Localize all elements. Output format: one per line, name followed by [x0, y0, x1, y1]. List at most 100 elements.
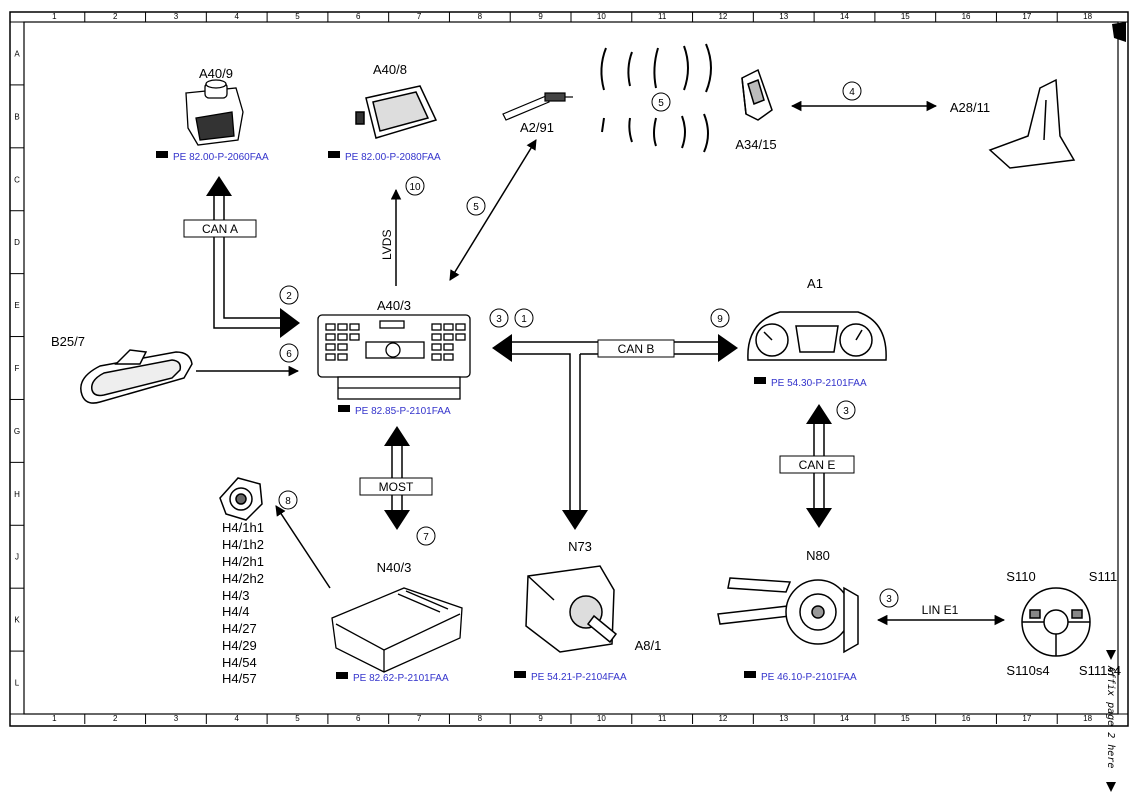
grid-row-label: L: [15, 679, 20, 688]
grid-column-label: 4: [234, 714, 239, 723]
svg-text:8: 8: [285, 496, 291, 507]
grid-row-label: H: [14, 490, 20, 499]
label-n40-3: N40/3: [377, 560, 412, 575]
label-a34-15: A34/15: [735, 137, 776, 152]
grid-column-label: 18: [1083, 12, 1092, 21]
grid-column-label: 17: [1022, 12, 1031, 21]
bus-arrowheads: [206, 176, 832, 530]
grid-column-label: 6: [356, 12, 361, 21]
grid-column-label: 1: [52, 12, 57, 21]
grid-column-label: 6: [356, 714, 361, 723]
svg-text:CAN A: CAN A: [202, 222, 238, 236]
grid-column-label: 18: [1083, 714, 1092, 723]
ref-a40-3[interactable]: PE 82.85-P-2101FAA: [338, 405, 451, 417]
grid-row-label: K: [14, 616, 20, 625]
grid-column-label: 7: [417, 714, 422, 723]
grid-column-label: 11: [658, 714, 667, 723]
grid-column-label: 10: [597, 12, 606, 21]
svg-text:MOST: MOST: [379, 480, 414, 494]
bus-lin-e1: LIN E1: [922, 603, 959, 617]
bus-can-e: CAN E: [779, 455, 855, 474]
speaker-icon: [219, 477, 263, 521]
label-n80: N80: [806, 548, 830, 563]
bus-most: MOST: [359, 477, 433, 496]
head-unit-icon: [317, 314, 471, 400]
grid-column-label: 9: [538, 12, 543, 21]
label-a40-3: A40/3: [377, 298, 411, 313]
svg-text:3: 3: [496, 314, 502, 325]
svg-text:5: 5: [658, 98, 664, 109]
grid-column-label: 15: [901, 714, 910, 723]
svg-text:PE 46.10-P-2101FAA: PE 46.10-P-2101FAA: [761, 672, 857, 683]
svg-text:CAN B: CAN B: [618, 342, 655, 356]
control-panel-icon: [185, 79, 244, 146]
svg-text:3: 3: [843, 406, 849, 417]
grid-column-label: 10: [597, 714, 606, 723]
speaker-item: H4/54: [222, 655, 257, 670]
microphone-icon: [502, 92, 573, 121]
grid-column-label: 13: [779, 714, 788, 723]
speaker-item: H4/2h2: [222, 571, 264, 586]
speaker-item: H4/3: [222, 588, 249, 603]
grid-column-label: 3: [174, 12, 179, 21]
grid-row-label: G: [14, 427, 20, 436]
rearview-mirror-icon: [80, 349, 193, 404]
svg-text:7: 7: [423, 532, 429, 543]
grid-column-label: 14: [840, 12, 849, 21]
corner-marker-icon: [1112, 22, 1126, 42]
grid-column-label: 8: [478, 12, 483, 21]
label-s110: S110: [1006, 569, 1035, 584]
label-s111s4: S111s4: [1079, 663, 1121, 678]
grid-column-label: 8: [478, 714, 483, 723]
ref-a1[interactable]: PE 54.30-P-2101FAA: [754, 377, 867, 389]
connection-lines: [196, 100, 1006, 626]
grid-column-label: 3: [174, 714, 179, 723]
instrument-cluster-icon: [747, 311, 887, 361]
grid-column-label: 4: [234, 12, 239, 21]
label-b25-7: B25/7: [51, 334, 85, 349]
grid-column-label: 14: [840, 714, 849, 723]
bus-lvds: LVDS: [380, 230, 394, 260]
ref-a40-9[interactable]: PE 82.00-P-2060FAA: [156, 151, 269, 163]
grid-row-label: A: [14, 49, 20, 58]
reference-links[interactable]: PE 82.00-P-2060FAA PE 82.00-P-2080FAA PE…: [156, 151, 867, 684]
label-s111: S111: [1089, 569, 1117, 584]
svg-text:3: 3: [886, 594, 892, 605]
grid-column-label: 16: [962, 714, 971, 723]
grid-column-label: 12: [718, 714, 727, 723]
signal-number-labels: 2 10 5 5 4 3 1 9 6 3 8 7 3: [285, 87, 892, 605]
signal-waves-icon: [600, 43, 712, 153]
affix-note: Affix page 2 here: [1105, 650, 1116, 792]
grid-column-label: 5: [295, 12, 300, 21]
key-fob-icon: [741, 68, 773, 121]
speaker-item: H4/1h2: [222, 537, 264, 552]
affix-note-text: Affix page 2 here: [1105, 665, 1116, 768]
grid-row-label: F: [15, 364, 20, 373]
grid-row-label: J: [15, 553, 19, 562]
ref-n40-3[interactable]: PE 82.62-P-2101FAA: [336, 672, 449, 684]
grid-row-label: E: [14, 301, 19, 310]
grid-column-label: 5: [295, 714, 300, 723]
steering-wheel-icon: [1021, 587, 1091, 657]
steering-column-module-icon: [717, 577, 859, 654]
speaker-item: H4/1h1: [222, 520, 264, 535]
svg-text:4: 4: [849, 87, 855, 98]
label-a40-8: A40/8: [373, 62, 407, 77]
grid-column-label: 16: [962, 12, 971, 21]
svg-text:PE 82.00-P-2060FAA: PE 82.00-P-2060FAA: [173, 152, 269, 163]
svg-text:2: 2: [286, 291, 292, 302]
ref-n73[interactable]: PE 54.21-P-2104FAA: [514, 671, 627, 683]
grid-row-label: D: [14, 238, 20, 247]
label-s110s4: S110s4: [1006, 663, 1049, 678]
grid-column-label: 9: [538, 714, 543, 723]
ref-a40-8[interactable]: PE 82.00-P-2080FAA: [328, 151, 441, 163]
grid-column-label: 12: [718, 12, 727, 21]
label-n73: N73: [568, 539, 592, 554]
speaker-item: H4/2h1: [222, 554, 264, 569]
speaker-item: H4/57: [222, 671, 257, 686]
ref-n80[interactable]: PE 46.10-P-2101FAA: [744, 671, 857, 683]
svg-text:5: 5: [473, 202, 479, 213]
grid-column-label: 7: [417, 12, 422, 21]
